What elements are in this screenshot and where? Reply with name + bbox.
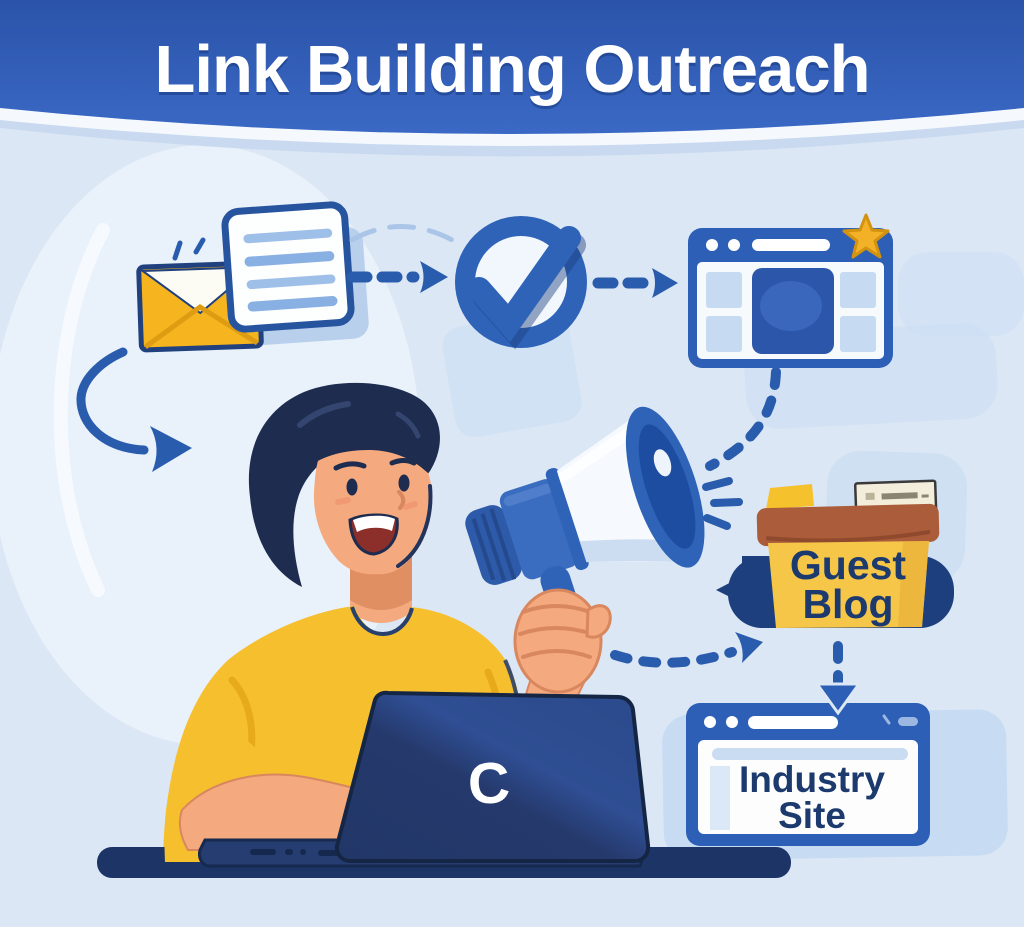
browser-dot bbox=[704, 716, 716, 728]
header-banner: Link Building Outreach bbox=[0, 0, 1024, 157]
faint-dashed-arc bbox=[349, 224, 459, 245]
curved-arrow-icon bbox=[76, 347, 192, 472]
person-face-features bbox=[333, 458, 418, 556]
yellow-tab bbox=[766, 484, 814, 509]
person-hair bbox=[248, 382, 440, 587]
dashed-curve-icon bbox=[705, 367, 781, 471]
laptop-lid bbox=[334, 690, 651, 863]
sparkle-icon bbox=[172, 237, 206, 261]
megaphone-icon bbox=[465, 406, 705, 674]
page-title: Link Building Outreach bbox=[154, 32, 869, 107]
guest-blog-label-line2: Blog bbox=[802, 581, 893, 627]
sound-marks-icon bbox=[702, 477, 743, 530]
person-face bbox=[313, 439, 432, 575]
content-bar bbox=[712, 748, 908, 760]
address-bar bbox=[748, 716, 838, 729]
dashed-arrow-3-icon bbox=[610, 632, 763, 668]
address-bar bbox=[752, 239, 830, 251]
favorite-star-icon bbox=[842, 213, 890, 259]
laptop-logo: C bbox=[466, 750, 511, 817]
browser-dot bbox=[726, 716, 738, 728]
industry-site-label-line2: Site bbox=[778, 795, 846, 836]
guest-blog-label-line1: Guest bbox=[790, 542, 907, 588]
person-fist bbox=[513, 588, 612, 694]
box-body bbox=[768, 541, 929, 628]
dashed-arrow-4-icon bbox=[814, 641, 862, 716]
laptop-icon: C bbox=[198, 690, 651, 868]
industry-site-label-line1: Industry bbox=[739, 759, 885, 800]
approval-checkmark-icon bbox=[455, 216, 587, 350]
website-browser-icon bbox=[688, 213, 893, 368]
guest-blog-box-icon: Guest Blog bbox=[716, 479, 954, 628]
dashed-arrow-1-icon bbox=[346, 261, 448, 293]
side-panel bbox=[710, 766, 730, 830]
browser-dot bbox=[706, 239, 718, 251]
browser-dot bbox=[728, 239, 740, 251]
outreach-letter-icon bbox=[221, 201, 355, 333]
dashed-arrow-2-icon bbox=[592, 268, 678, 298]
industry-site-window-icon: Industry Site bbox=[686, 703, 930, 846]
